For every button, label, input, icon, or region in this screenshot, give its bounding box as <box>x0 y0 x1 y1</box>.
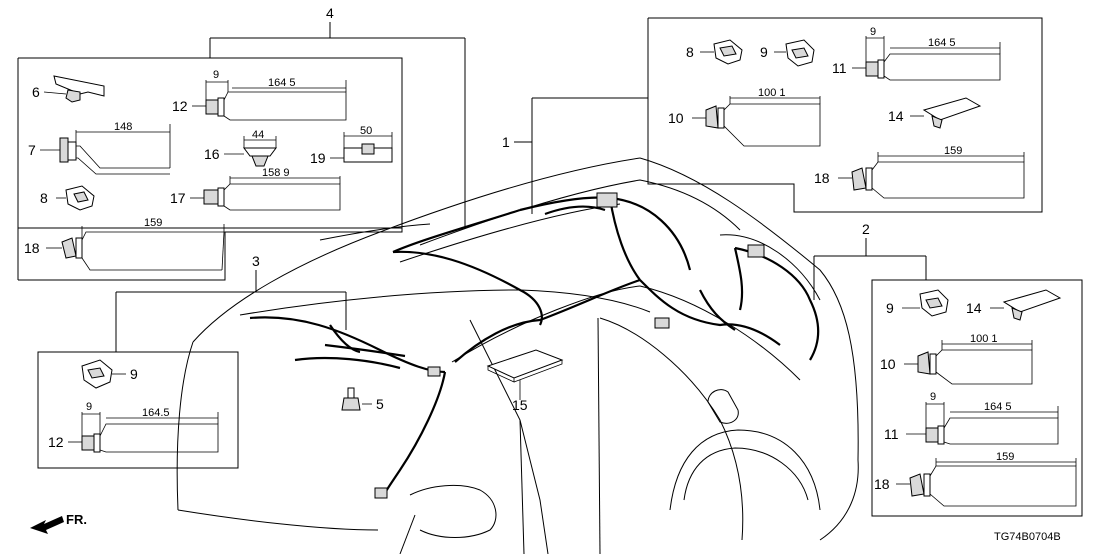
front-arrow-icon <box>30 516 64 534</box>
dim-164-5-g4: 164 5 <box>268 77 296 89</box>
dim-9-g3: 9 <box>86 401 92 413</box>
part-9-label-g1: 9 <box>760 44 768 60</box>
dim-159-g4: 159 <box>144 217 162 229</box>
dim-9-g2: 9 <box>930 391 936 403</box>
group-3-label: 3 <box>252 253 260 269</box>
dim-44: 44 <box>252 129 264 141</box>
part-5-label: 5 <box>376 396 384 412</box>
group-1-box <box>514 17 1043 214</box>
group-3-box <box>37 270 347 469</box>
dim-159-g2: 159 <box>996 451 1014 463</box>
part-8-clip <box>56 185 95 211</box>
part-15-label: 15 <box>512 397 528 413</box>
part-6-label: 6 <box>32 84 40 100</box>
part-18-label-g1: 18 <box>814 170 830 186</box>
dim-159-g1: 159 <box>944 145 962 157</box>
part-8-label-g1: 8 <box>686 44 694 60</box>
part-17-label: 17 <box>170 190 186 206</box>
part-18-clamp-g1 <box>838 152 1025 199</box>
part-14-label-g2: 14 <box>966 300 982 316</box>
part-9-clip-g2 <box>902 289 949 317</box>
dim-100-1-g2: 100 1 <box>970 333 998 345</box>
wire-harness <box>249 192 820 499</box>
part-7-connector <box>40 124 171 175</box>
part-17-clamp <box>190 176 341 211</box>
part-9-label-g2: 9 <box>886 300 894 316</box>
part-14-label-g1: 14 <box>888 108 904 124</box>
part-12-label-g3: 12 <box>48 434 64 450</box>
part-9-clip-g3 <box>81 359 126 389</box>
part-19-clip <box>330 132 393 163</box>
front-label: FR. <box>66 512 87 527</box>
group-2-label: 2 <box>862 221 870 237</box>
part-14-clip-g1 <box>910 97 982 129</box>
part-15-pad <box>486 349 564 396</box>
part-10-clamp-g1 <box>692 96 821 147</box>
dim-9-g4: 9 <box>213 69 219 81</box>
group-4-label: 4 <box>326 5 334 21</box>
part-7-label: 7 <box>28 142 36 158</box>
part-9-clip-g1 <box>774 39 815 67</box>
dim-158-9: 158 9 <box>262 167 290 179</box>
part-16-label: 16 <box>204 146 220 162</box>
dim-100-1-g1: 100 1 <box>758 87 786 99</box>
vehicle-outline <box>176 157 859 554</box>
dim-164-5-g1: 164 5 <box>928 37 956 49</box>
part-11-label-g1: 11 <box>832 60 847 76</box>
part-12-clamp-g3 <box>68 412 219 453</box>
part-18-clamp-g2 <box>896 458 1077 507</box>
part-11-clamp-g1 <box>852 36 1001 81</box>
part-10-clamp-g2 <box>904 340 1033 385</box>
group-2-box <box>813 238 1083 517</box>
part-5-grommet <box>341 387 372 411</box>
dim-164-5-g3: 164.5 <box>142 407 170 419</box>
part-19-label: 19 <box>310 150 326 166</box>
part-9-label-g3: 9 <box>130 366 138 382</box>
labels: 4 1 2 3 6 7 8 18 12 16 19 17 8 9 11 10 1… <box>24 5 1061 543</box>
group-1-label: 1 <box>502 134 510 150</box>
part-12-label: 12 <box>172 98 188 114</box>
part-16-clip <box>224 136 277 167</box>
part-11-clamp-g2 <box>906 402 1059 445</box>
part-14-clip-g2 <box>990 289 1062 321</box>
part-6-clip <box>43 75 105 103</box>
part-8-label: 8 <box>40 190 48 206</box>
dim-148: 148 <box>114 121 132 133</box>
part-18-label-g2: 18 <box>874 476 890 492</box>
part-10-label-g1: 10 <box>668 110 684 126</box>
dim-9-g1: 9 <box>870 26 876 38</box>
part-11-label-g2: 11 <box>884 426 899 442</box>
part-12-clamp <box>192 80 347 121</box>
part-10-label-g2: 10 <box>880 356 896 372</box>
part-18-label: 18 <box>24 240 40 256</box>
dim-50: 50 <box>360 125 372 137</box>
dim-164-5-g2: 164 5 <box>984 401 1012 413</box>
part-8-clip-g1 <box>700 39 743 65</box>
part-18-clamp <box>46 224 225 271</box>
diagram-code: TG74B0704B <box>994 531 1061 543</box>
